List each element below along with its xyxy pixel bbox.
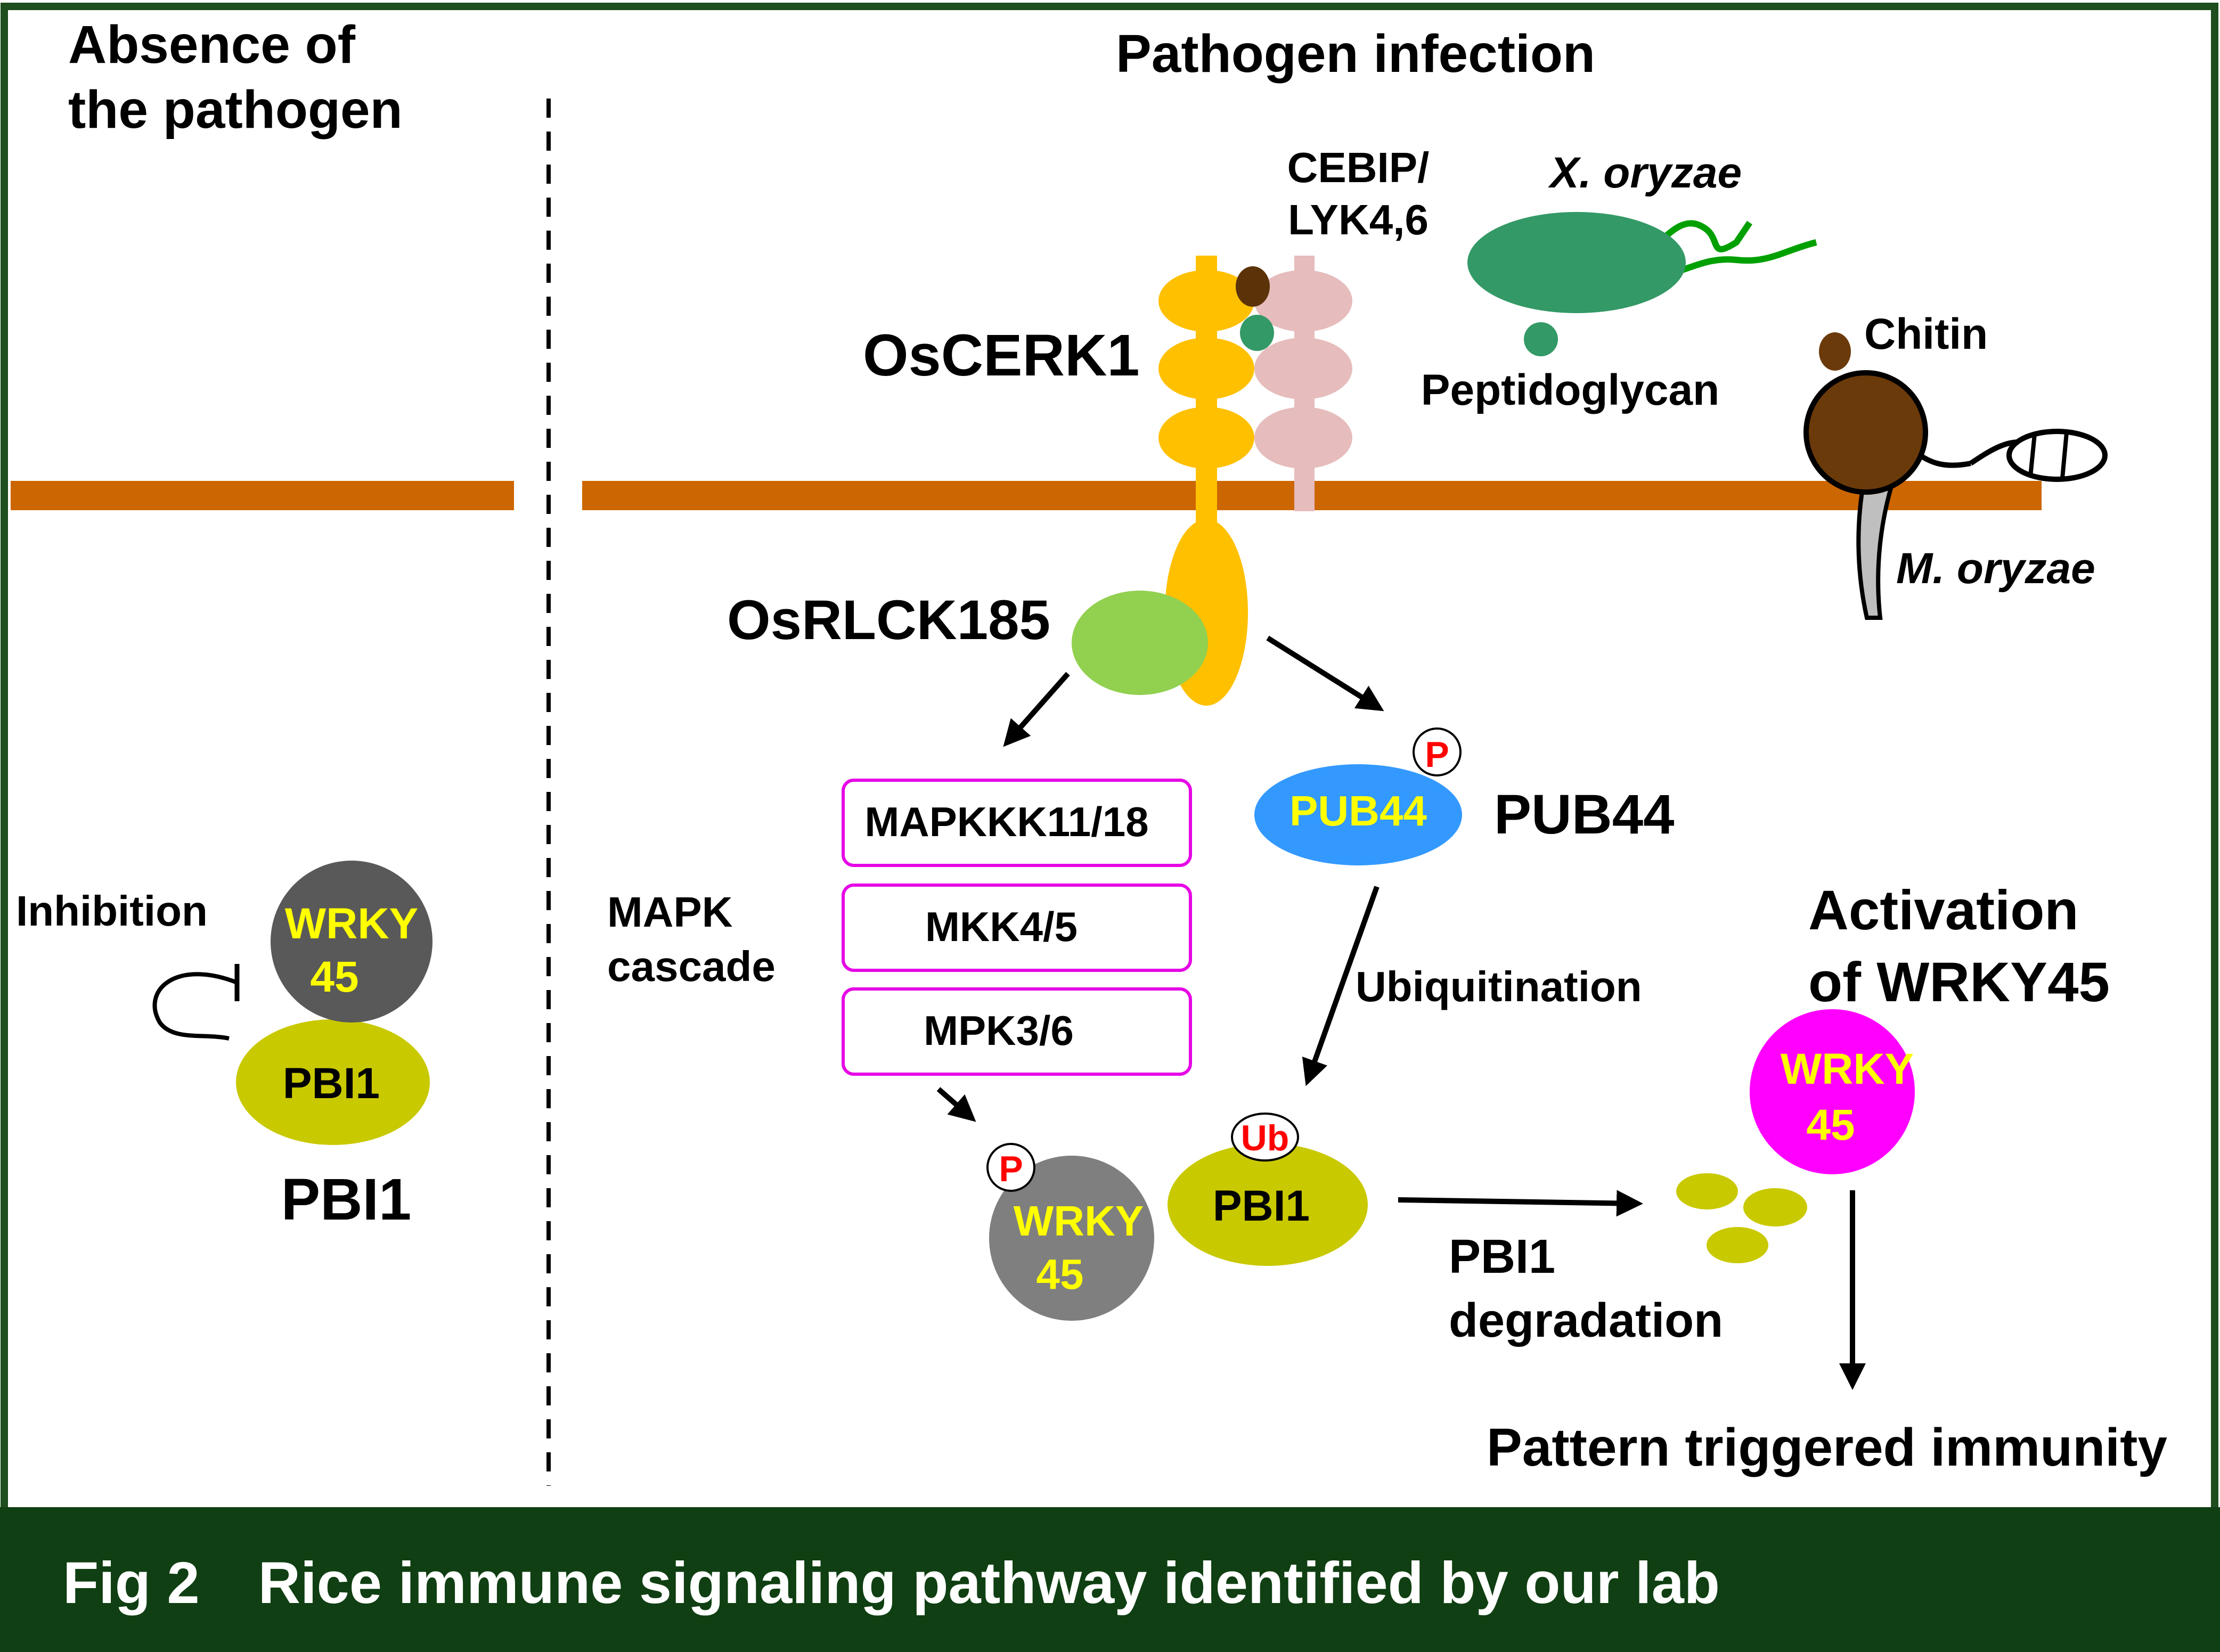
ub-badge-text: Ub	[1241, 1118, 1289, 1158]
wrky45-phos-line1: WRKY	[1014, 1197, 1144, 1245]
xoryzae-label: X. oryzae	[1548, 149, 1742, 197]
pbi1-left-caption: PBI1	[281, 1167, 412, 1232]
wrky45-phosphorylated	[989, 1156, 1154, 1321]
cebip-label-line1: CEBIP/	[1287, 144, 1430, 191]
peptidoglycan-bound	[1240, 315, 1274, 351]
activation-line1: Activation	[1808, 879, 2079, 942]
mapk-cascade-line1: MAPK	[607, 888, 733, 936]
pbi1-ubiquitinated	[1168, 1143, 1368, 1266]
wrky45-phospho-badge	[986, 1143, 1035, 1192]
mpk-label: MPK3/6	[924, 1007, 1074, 1054]
ubiquitination-label: Ubiquitination	[1356, 963, 1642, 1010]
chitin-label: Chitin	[1864, 310, 1988, 358]
oscerk1-receptor	[1158, 256, 1254, 706]
wrky45-inactive-line1: WRKY	[285, 899, 419, 948]
ub-badge	[1231, 1113, 1299, 1162]
pub44	[1254, 764, 1462, 865]
arrow-degradation	[1398, 1190, 1643, 1217]
xoryzae-bacterium	[1467, 212, 1817, 313]
wrky45-active-line2: 45	[1806, 1101, 1855, 1149]
arrow-mpk-to-wrky	[936, 1087, 976, 1122]
inhibition-label: Inhibition	[16, 887, 208, 935]
right-title: Pathogen infection	[1116, 24, 1595, 84]
left-title-line1: Absence of	[68, 15, 356, 75]
wrky45-active	[1750, 1009, 1915, 1174]
activation-line2: of WRKY45	[1808, 951, 2110, 1013]
chitin-dot	[1819, 332, 1851, 371]
moryzae-fungus	[1803, 370, 2108, 620]
osrlck185-label: OsRLCK185	[727, 589, 1050, 651]
wrky45-inactive-line2: 45	[310, 953, 358, 1001]
wrky45-inactive	[271, 861, 432, 1023]
mapkkk-label: MAPKKK11/18	[864, 798, 1148, 845]
arrow-to-mapk	[1003, 672, 1070, 747]
pbi1-ub-label: PBI1	[1213, 1182, 1310, 1230]
moryzae-label: M. oryzae	[1896, 544, 2095, 593]
mapkkk-box	[842, 779, 1192, 867]
pbi1-left	[236, 1019, 430, 1145]
pub44-phospho-badge	[1413, 727, 1462, 776]
arrow-ubiquitination	[1302, 886, 1380, 1086]
peptidoglycan-label: Peptidoglycan	[1421, 366, 1719, 414]
inhibition-loop	[152, 972, 238, 1041]
wrky45-phospho-text: P	[999, 1149, 1023, 1189]
wrky45-phos-line2: 45	[1036, 1250, 1084, 1298]
pbi1-left-label: PBI1	[283, 1059, 380, 1108]
osrlck185	[1072, 591, 1208, 695]
pub44-label: PUB44	[1494, 783, 1674, 846]
chitin-bound	[1236, 266, 1270, 307]
pti-label: Pattern triggered immunity	[1487, 1418, 2167, 1477]
oscerk1-label: OsCERK1	[863, 323, 1140, 388]
cebip-label-line2: LYK4,6	[1288, 196, 1429, 243]
pbi1-degradation-line2: degradation	[1449, 1294, 1723, 1347]
pbi1-fragments	[1676, 1173, 1807, 1263]
mkk-label: MKK4/5	[925, 903, 1078, 950]
figure-caption: Fig 2 Rice immune signaling pathway iden…	[63, 1550, 1720, 1616]
arrow-to-pub44	[1266, 635, 1384, 711]
cebip-receptor	[1254, 256, 1352, 511]
pub44-phospho-text: P	[1425, 734, 1449, 775]
wrky45-active-line1: WRKY	[1781, 1045, 1914, 1093]
peptidoglycan-dot	[1524, 322, 1558, 356]
pbi1-degradation-line1: PBI1	[1449, 1230, 1555, 1283]
caption-bar	[0, 1507, 2220, 1652]
left-title-line2: the pathogen	[68, 80, 403, 140]
mkk-box	[842, 884, 1192, 972]
mpk-box	[842, 987, 1192, 1076]
mapk-cascade-line2: cascade	[607, 943, 776, 990]
pub44-inner-label: PUB44	[1289, 787, 1427, 835]
plasma-membrane-left	[11, 481, 514, 510]
